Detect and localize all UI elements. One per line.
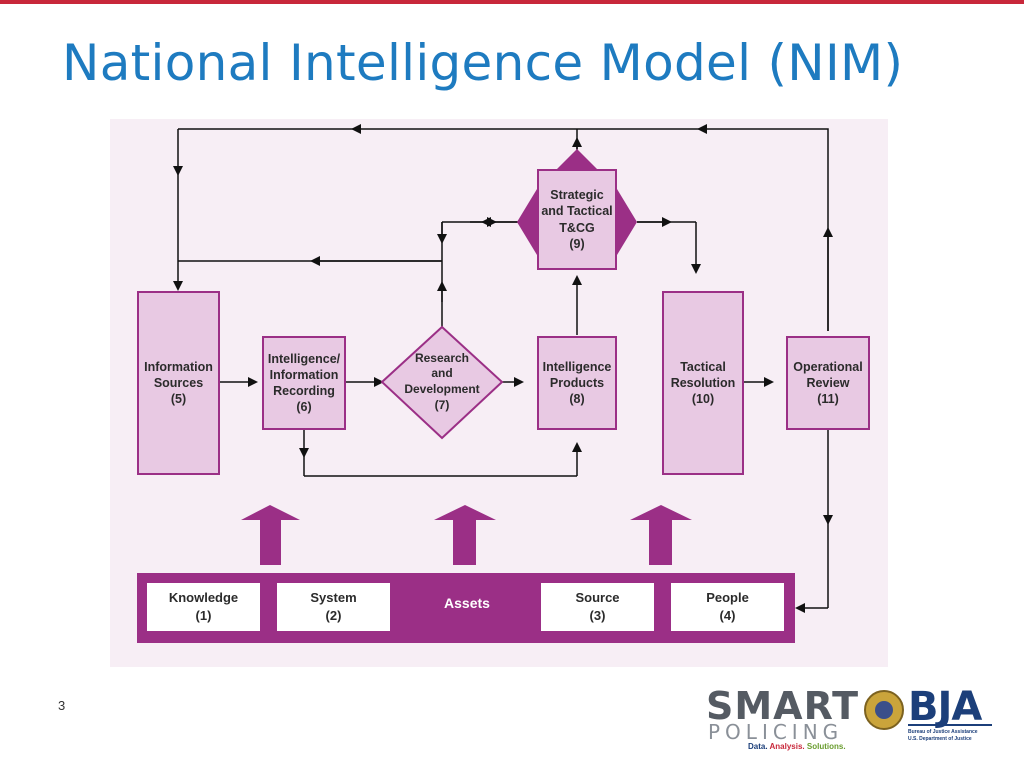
tcg-left-wing — [517, 189, 537, 255]
asset-knowledge: Knowledge (1) — [147, 583, 260, 631]
research-diamond — [380, 325, 504, 440]
node-tactical-resolution: Tactical Resolution (10) — [662, 291, 744, 475]
policing-logo-word: POLICING — [708, 720, 844, 744]
node-operational-review: Operational Review (11) — [786, 336, 870, 430]
asset-system: System (2) — [277, 583, 390, 631]
node-intelligence-recording: Intelligence/ Information Recording (6) — [262, 336, 346, 430]
asset-source: Source (3) — [541, 583, 654, 631]
node-intelligence-products: Intelligence Products (8) — [537, 336, 617, 430]
node-strategic-tactical-tcg: Strategic and Tactical T&CG (9) — [537, 169, 617, 270]
smart-policing-logo: SMART POLICING Data. Analysis. Solutions… — [700, 684, 858, 754]
node-information-sources: Information Sources (5) — [137, 291, 220, 475]
top-accent-bar — [0, 0, 1024, 4]
page-number: 3 — [58, 698, 66, 713]
bja-subtitle-2: U.S. Department of Justice — [908, 736, 972, 742]
nim-diagram: Information Sources (5) Intelligence/ In… — [110, 119, 888, 667]
tcg-right-wing — [617, 189, 637, 255]
asset-people: People (4) — [671, 583, 784, 631]
tcg-top-wing — [557, 149, 597, 169]
smart-logo-word: SMART — [706, 684, 860, 728]
bja-logo: BJA Bureau of Justice Assistance U.S. De… — [864, 684, 994, 748]
bja-subtitle-1: Bureau of Justice Assistance — [908, 729, 978, 735]
assets-label: Assets — [444, 595, 490, 611]
slide-title: National Intelligence Model (NIM) — [62, 34, 904, 92]
asset-arrow-2 — [434, 505, 496, 565]
bja-wordmark: BJA — [908, 684, 982, 730]
doj-seal-icon — [864, 690, 904, 730]
asset-arrow-3 — [630, 505, 692, 565]
asset-arrow-1 — [241, 505, 300, 565]
smart-tagline: Data. Analysis. Solutions. — [748, 742, 846, 751]
node-research-development: Research and Development (7) — [404, 350, 480, 412]
bja-divider — [908, 724, 992, 726]
assets-bar: Knowledge (1) System (2) Assets Source (… — [137, 573, 795, 643]
diagram-connectors — [173, 124, 833, 613]
